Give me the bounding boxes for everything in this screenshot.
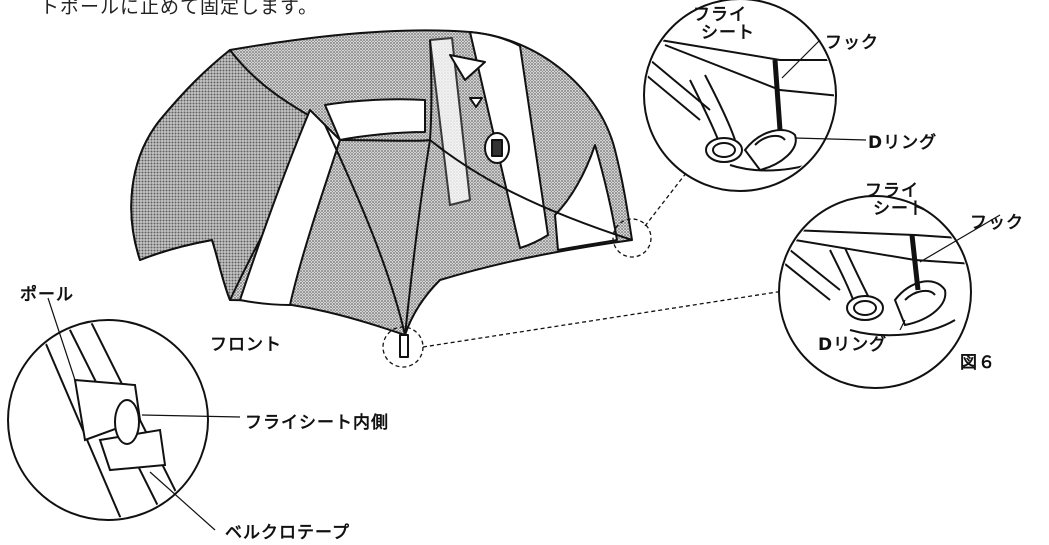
d-ring-label-top: Dリング bbox=[868, 133, 938, 153]
d-ring-label-bottom: Dリング bbox=[818, 335, 888, 355]
hook-label-bottom: フック bbox=[970, 213, 1024, 233]
hook-label-top: フック bbox=[825, 33, 879, 53]
detail-circle-top bbox=[643, 0, 837, 192]
detail-marker-right bbox=[612, 218, 652, 258]
intro-text: トポールに止めて固定します。 bbox=[40, 0, 319, 18]
tent-left-panel bbox=[130, 49, 326, 301]
tent-logo-triangle bbox=[449, 54, 486, 81]
fly-sheet-label-bottom: フライ シート bbox=[865, 181, 927, 219]
fly-sheet-inner-label: フライシート内側 bbox=[245, 413, 389, 433]
detail-circle-bottom bbox=[778, 195, 972, 389]
figure-number: 図６ bbox=[960, 353, 996, 373]
tent-front-stripe bbox=[324, 98, 426, 141]
fly-sheet-label-top: フライ シート bbox=[693, 5, 755, 43]
tent-logo-small-triangle bbox=[469, 97, 483, 108]
pole-label: ポール bbox=[20, 285, 74, 305]
tent-right-stripe bbox=[469, 31, 549, 249]
detail-circle-pole bbox=[7, 319, 209, 521]
front-label: フロント bbox=[210, 335, 282, 355]
tent-right-stripe-3 bbox=[554, 144, 618, 251]
velcro-tape-label: ベルクロテープ bbox=[225, 523, 350, 543]
tent-front-stripe-lower bbox=[239, 109, 341, 306]
tent-illustration bbox=[130, 29, 633, 358]
tent-pole-foot bbox=[399, 334, 409, 358]
